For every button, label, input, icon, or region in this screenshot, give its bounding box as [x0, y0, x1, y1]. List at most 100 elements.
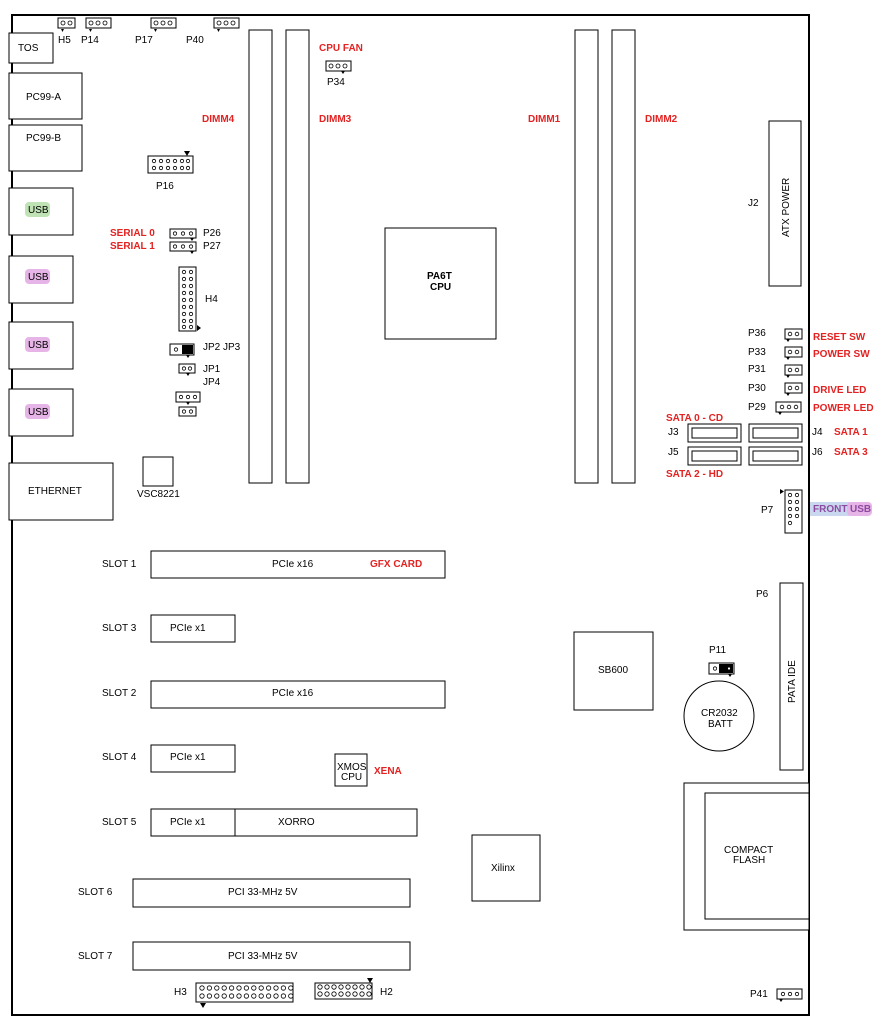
top-headers: H5 P14 P17 P40 — [57, 17, 240, 46]
slot3-name: SLOT 3 — [102, 623, 137, 634]
p40-label: P40 — [186, 35, 204, 46]
sb600-label: SB600 — [598, 665, 628, 676]
batt-line2: BATT — [708, 719, 733, 730]
cf-line2: FLASH — [733, 855, 765, 866]
p34-label: P34 — [327, 77, 345, 88]
header-pin — [229, 993, 235, 999]
sata1-label: SATA 1 — [834, 427, 868, 438]
header-pin — [280, 993, 286, 999]
xmos-chip: XMOS CPU XENA — [334, 753, 402, 787]
batt-line1: CR2032 — [701, 708, 738, 719]
vsc8221-label: VSC8221 — [137, 489, 180, 500]
vsc8221-chip: VSC8221 — [137, 456, 180, 500]
header-pin — [317, 991, 323, 997]
slot5-type: PCIe x1 — [170, 817, 206, 828]
power-led-label: POWER LED — [813, 403, 874, 414]
p30-label: P30 — [748, 383, 766, 394]
atx-power-label: ATX POWER — [781, 178, 792, 237]
header-pin — [324, 984, 330, 990]
header-pin — [214, 985, 220, 991]
jp4-label: JP4 — [203, 377, 221, 388]
j6-label: J6 — [812, 447, 823, 458]
slot6-name: SLOT 6 — [78, 887, 113, 898]
p29-label: P29 — [748, 402, 766, 413]
sata-connectors: SATA 0 - CD J3 J4 SATA 1 J5 J6 SATA 3 SA… — [666, 413, 868, 480]
cr2032-battery: CR2032 BATT — [683, 680, 755, 752]
usb-port-3-label: USB — [28, 340, 49, 351]
sata2-label: SATA 2 - HD — [666, 469, 723, 480]
serial-headers: SERIAL 0 SERIAL 1 P26 P27 — [110, 228, 221, 254]
p17-label: P17 — [135, 35, 153, 46]
serial0-label: SERIAL 0 — [110, 228, 155, 239]
cpu-chip: PA6T CPU — [384, 227, 497, 340]
header-pin — [366, 991, 372, 997]
slot5-name: SLOT 5 — [102, 817, 137, 828]
p27-label: P27 — [203, 241, 221, 252]
header-pin — [251, 985, 257, 991]
header-pin — [345, 984, 351, 990]
xorro-label: XORRO — [278, 817, 315, 828]
header-pin — [243, 993, 249, 999]
h4-header: H4 — [178, 266, 218, 332]
dimm1-label: DIMM1 — [528, 114, 561, 125]
gfx-card-label: GFX CARD — [370, 559, 422, 570]
slot3-type: PCIe x1 — [170, 623, 206, 634]
header-pin — [251, 993, 257, 999]
j2-label: J2 — [748, 198, 759, 209]
header-pin — [236, 985, 242, 991]
xena-label: XENA — [374, 766, 402, 777]
dimm4-label: DIMM4 — [202, 114, 235, 125]
header-pin — [221, 985, 227, 991]
usb-port-2-label: USB — [28, 272, 49, 283]
slot1-type: PCIe x16 — [272, 559, 314, 570]
header-pin — [288, 985, 294, 991]
dimm2-label: DIMM2 — [645, 114, 678, 125]
p7-label: P7 — [761, 505, 774, 516]
sata3-label: SATA 3 — [834, 447, 868, 458]
header-pin — [324, 991, 330, 997]
j5-label: J5 — [668, 447, 679, 458]
serial1-label: SERIAL 1 — [110, 241, 155, 252]
back-panel: TOS PC99-A PC99-B USB USB USB USB ETHERN… — [8, 32, 114, 521]
cpu-fan-header: CPU FAN P34 — [319, 43, 363, 88]
front-panel-headers: P36 RESET SW P33 POWER SW P31 P30 DRIVE … — [748, 328, 874, 415]
header-pin — [280, 985, 286, 991]
cf-line1: COMPACT — [724, 845, 773, 856]
compact-flash: COMPACT FLASH — [683, 782, 810, 931]
bottom-headers: H3 H2 P41 — [174, 978, 803, 1008]
power-sw-label: POWER SW — [813, 349, 870, 360]
header-pin — [243, 985, 249, 991]
sb600-chip: SB600 — [573, 631, 654, 711]
p31-label: P31 — [748, 364, 766, 375]
h4-label: H4 — [205, 294, 218, 305]
xilinx-chip: Xilinx — [471, 834, 541, 902]
xmos-line2: CPU — [341, 772, 362, 783]
sata0-label: SATA 0 - CD — [666, 413, 723, 424]
p41-label: P41 — [750, 989, 768, 1000]
header-pin — [288, 993, 294, 999]
slot6-type: PCI 33-MHz 5V — [228, 887, 298, 898]
usb-port-1-label: USB — [28, 205, 49, 216]
header-pin — [265, 985, 272, 991]
drive-led-label: DRIVE LED — [813, 385, 866, 396]
xilinx-label: Xilinx — [491, 863, 515, 874]
ethernet-label: ETHERNET — [28, 486, 82, 497]
header-pin — [199, 993, 205, 999]
header-pin — [273, 993, 279, 999]
header-pin — [352, 984, 358, 990]
p11-label: P11 — [709, 645, 726, 656]
header-pin — [258, 985, 264, 991]
atx-power: ATX POWER J2 — [748, 120, 802, 287]
header-pin — [359, 991, 365, 997]
header-pin — [317, 984, 323, 990]
pata-ide: PATA IDE P6 — [756, 582, 804, 771]
header-pin — [214, 993, 220, 999]
p26-label: P26 — [203, 228, 221, 239]
header-pin — [352, 991, 358, 997]
front-label: FRONT — [813, 504, 847, 515]
h2-label: H2 — [380, 987, 393, 998]
header-pin — [229, 985, 235, 991]
reset-sw-label: RESET SW — [813, 332, 866, 343]
jumpers: JP2 JP3 JP1 JP4 — [169, 342, 241, 417]
header-pin — [206, 985, 212, 991]
